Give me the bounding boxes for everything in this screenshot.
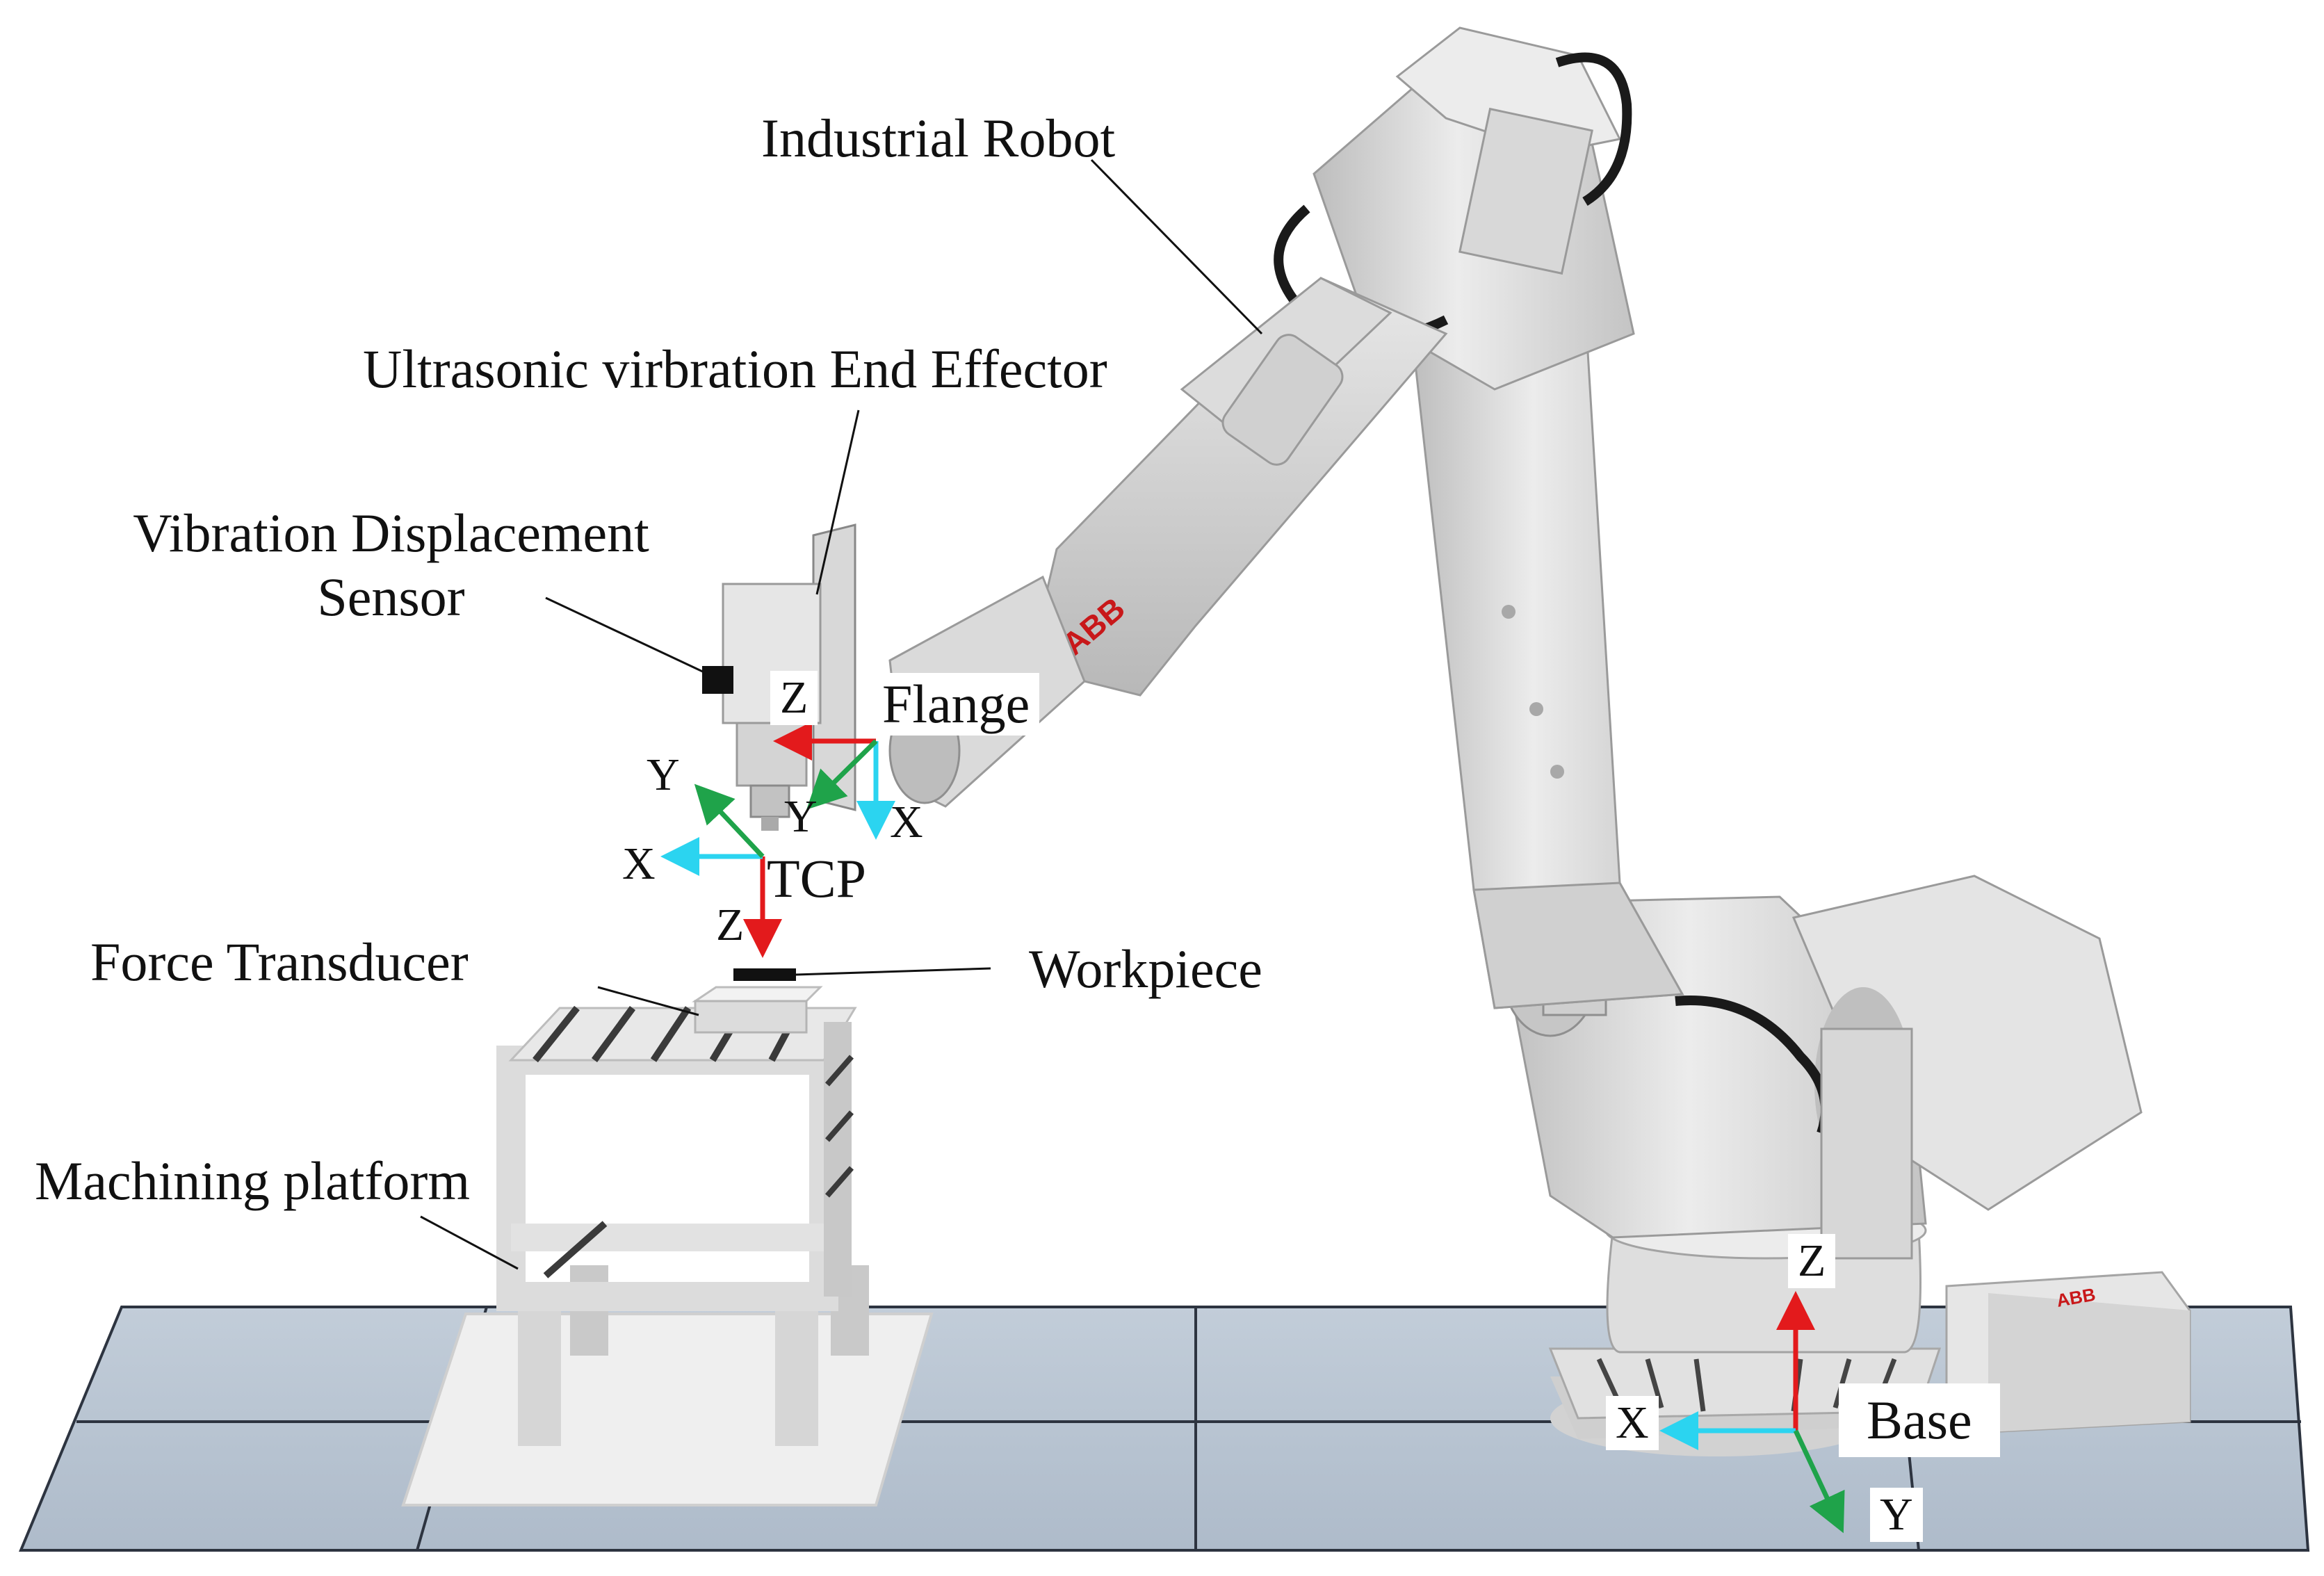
base-x-label: X: [1606, 1396, 1659, 1450]
base-z-label: Z: [1788, 1234, 1836, 1288]
machining-platform: [401, 1005, 934, 1506]
flange-y-arrow: [806, 739, 878, 810]
label-sensor-line1: Vibration Displacement: [133, 503, 649, 563]
label-sensor-line2: Sensor: [317, 567, 465, 627]
label-base: Base: [1839, 1383, 2000, 1457]
robot-forearm: ABB: [888, 277, 1448, 808]
label-industrial-robot: Industrial Robot: [761, 108, 1116, 168]
base-y-arrow: [1793, 1429, 1845, 1534]
label-workpiece: Workpiece: [1029, 939, 1262, 999]
label-flange: Flange: [872, 673, 1040, 736]
flange-y-label: Y: [784, 791, 818, 842]
label-end-effector: Ultrasonic virbration End Effector: [363, 339, 1107, 399]
tcp-frame: [660, 783, 782, 958]
tcp-y-label: Y: [647, 749, 680, 800]
tcp-y-arrow: [694, 783, 765, 859]
base-frame: [1659, 1291, 1845, 1534]
tcp-x-label: X: [622, 838, 656, 889]
flange-z-label: Z: [770, 671, 818, 725]
displacement-sensor: [702, 666, 733, 694]
tcp-z-label: Z: [716, 900, 745, 950]
label-machining-platform: Machining platform: [35, 1151, 471, 1211]
base-y-label: Y: [1870, 1488, 1923, 1542]
workpiece: [733, 968, 796, 981]
force-transducer: [692, 986, 823, 1034]
flange-frame: [773, 722, 895, 840]
robot-column: [1410, 304, 1684, 1009]
label-sensor: Vibration Displacement Sensor: [94, 506, 688, 624]
leader-lines: [420, 159, 1263, 1270]
flange-x-label: X: [890, 797, 923, 847]
label-force-transducer: Force Transducer: [90, 932, 469, 992]
label-tcp: TCP: [767, 848, 867, 909]
